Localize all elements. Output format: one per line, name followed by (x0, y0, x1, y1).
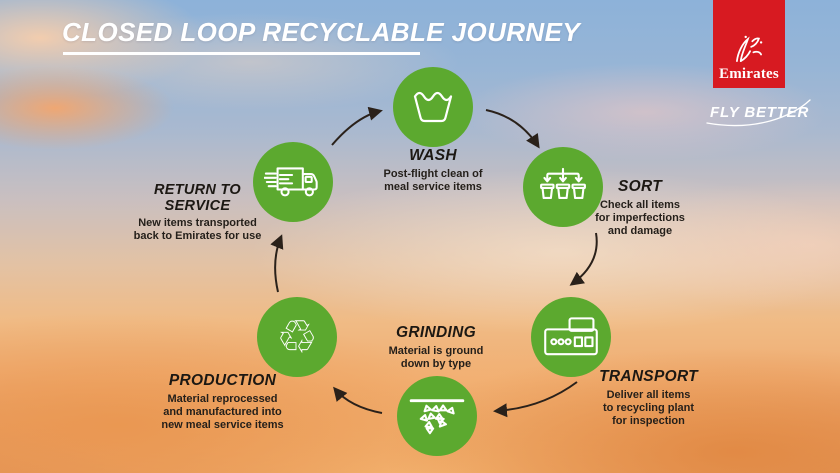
step-sort-circle (523, 147, 603, 227)
step-sort-label: SORT Check all items for imperfections a… (586, 178, 694, 239)
arrow-wash-to-sort-icon (485, 109, 540, 149)
wash-tub-icon (413, 91, 453, 123)
title-underline (63, 52, 420, 55)
arrow-transport-to-grinding-icon (493, 381, 578, 418)
step-transport-label: TRANSPORT Deliver all items to recycling… (591, 368, 706, 429)
step-description: Deliver all items to recycling plant for… (602, 389, 695, 428)
step-wash-label: WASH Post-flight clean of meal service i… (343, 147, 523, 194)
arrow-production-to-return-icon (270, 234, 284, 293)
step-name: GRINDING (396, 324, 476, 341)
step-wash-circle (393, 67, 473, 147)
step-transport-circle (531, 297, 611, 377)
step-return-label: RETURN TO SERVICE New items transported … (120, 182, 275, 243)
step-description: Material is ground down by type (388, 345, 484, 371)
emirates-logo: Emirates (713, 0, 785, 88)
sort-bins-icon (540, 167, 586, 199)
arrow-sort-to-transport-icon (569, 232, 598, 286)
emirates-calligraphy-icon (736, 35, 763, 62)
fly-better-tagline: FLY BETTER (710, 104, 810, 121)
step-production-label: PRODUCTION Material reprocessed and manu… (135, 372, 310, 433)
page-title: CLOSED LOOP RECYCLABLE JOURNEY (62, 17, 581, 47)
fly-better-swoosh-icon (706, 99, 811, 127)
step-description: Material reprocessed and manufactured in… (161, 393, 284, 432)
emirates-wordmark: Emirates (719, 66, 779, 82)
arrow-return-to-wash-icon (331, 106, 383, 146)
delivery-truck-icon (264, 167, 318, 197)
step-return-circle (253, 142, 333, 222)
arrow-grinding-to-production-icon (333, 386, 383, 414)
step-grinding-label: GRINDING Material is ground down by type (355, 324, 517, 371)
step-name: TRANSPORT (599, 368, 698, 385)
step-grinding-circle (397, 376, 477, 456)
step-name: PRODUCTION (168, 372, 277, 389)
ground-pellets-icon (409, 399, 465, 435)
recycle-arrows-icon: ♲ (276, 310, 318, 364)
step-description: Post-flight clean of meal service items (383, 168, 483, 194)
step-description: New items transported back to Emirates f… (133, 217, 262, 243)
step-name: RETURN TO SERVICE (153, 182, 242, 214)
step-name: WASH (409, 147, 457, 164)
step-name: SORT (618, 178, 662, 195)
step-description: Check all items for imperfections and da… (595, 199, 685, 238)
step-production-circle: ♲ (257, 297, 337, 377)
recycling-plant-icon (544, 317, 598, 356)
